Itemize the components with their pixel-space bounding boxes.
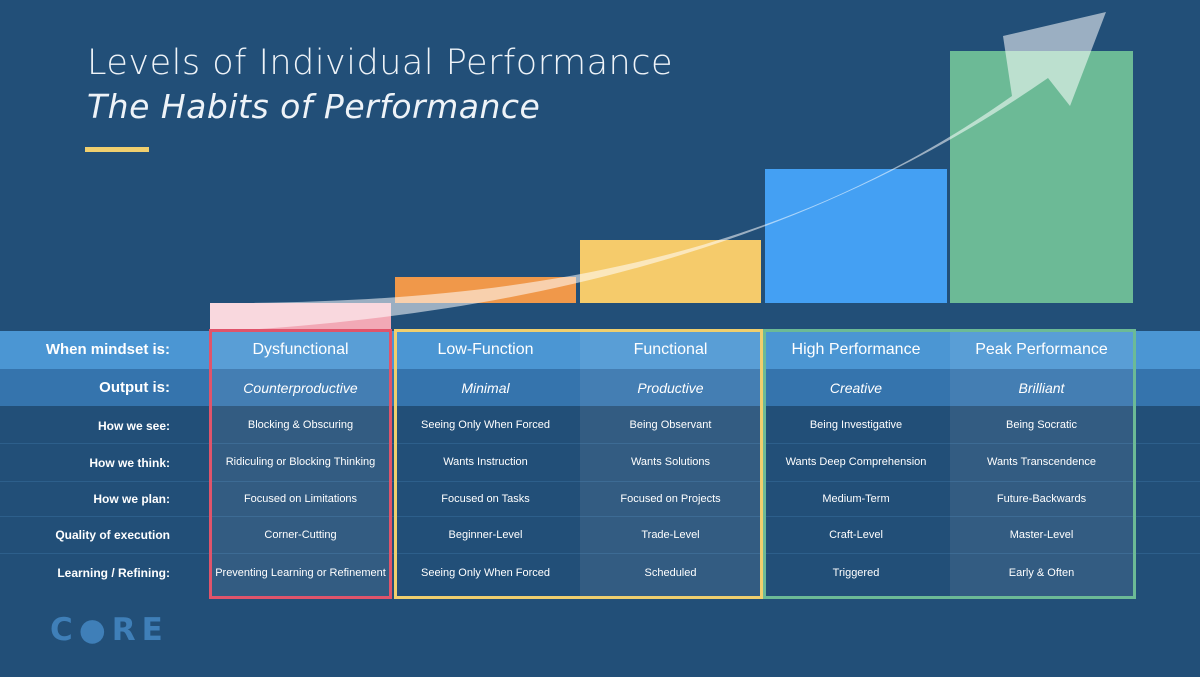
cell-quality: Master-Level bbox=[1009, 528, 1074, 541]
cell-see: Blocking & Obscuring bbox=[247, 418, 354, 431]
cell-output: Brilliant bbox=[1018, 379, 1065, 396]
cell-think: Wants Transcendence bbox=[986, 456, 1097, 468]
cell-learning: Triggered bbox=[832, 567, 880, 579]
bar-peak-performance bbox=[950, 51, 1133, 303]
cell-mindset: Dysfunctional bbox=[252, 341, 349, 358]
core-logo: C●RE bbox=[50, 612, 169, 648]
row-label-output: Output is: bbox=[99, 379, 170, 396]
high-performance-group-frame bbox=[763, 329, 1136, 599]
cell-mindset: High Performance bbox=[791, 341, 921, 358]
title-accent-line bbox=[85, 147, 149, 152]
cell-think: Wants Instruction bbox=[443, 456, 528, 468]
cell-learning: Scheduled bbox=[644, 567, 697, 579]
cell-learning: Seeing Only When Forced bbox=[420, 567, 550, 579]
cell-output: Creative bbox=[829, 379, 883, 396]
row-label-think: How we think: bbox=[89, 456, 170, 470]
page-title: Levels of Individual Performance bbox=[87, 43, 673, 83]
row-separator bbox=[0, 553, 1200, 554]
functional-group-frame bbox=[394, 329, 763, 599]
cell-think: Ridiculing or Blocking Thinking bbox=[225, 456, 376, 468]
row-separator bbox=[0, 516, 1200, 517]
output-row-band bbox=[0, 369, 1200, 406]
cell-mindset: Functional bbox=[633, 341, 708, 358]
bar-high-performance bbox=[765, 169, 947, 303]
cell-mindset: Low-Function bbox=[437, 341, 534, 358]
cell-plan: Medium-Term bbox=[822, 492, 890, 505]
row-label-quality: Quality of execution bbox=[55, 528, 170, 542]
mindset-row-band bbox=[0, 331, 1200, 369]
cell-plan: Focused on Limitations bbox=[243, 492, 358, 505]
row-label-learning: Learning / Refining: bbox=[57, 566, 170, 580]
row-label-plan: How we plan: bbox=[93, 492, 170, 506]
cell-quality: Craft-Level bbox=[829, 528, 883, 541]
cell-quality: Corner-Cutting bbox=[264, 528, 337, 541]
cell-output: Minimal bbox=[461, 379, 510, 396]
cell-output: Counterproductive bbox=[243, 379, 358, 396]
row-separator bbox=[0, 481, 1200, 482]
row-separator bbox=[0, 443, 1200, 444]
cell-see: Being Observant bbox=[629, 418, 712, 431]
column-shade bbox=[950, 331, 1133, 598]
cell-see: Being Socratic bbox=[1006, 418, 1077, 431]
row-label-mindset: When mindset is: bbox=[45, 341, 170, 358]
cell-output: Productive bbox=[637, 379, 704, 396]
cell-see: Seeing Only When Forced bbox=[420, 418, 550, 431]
row-label-see: How we see: bbox=[97, 419, 170, 433]
cell-think: Wants Deep Comprehension bbox=[785, 456, 927, 468]
page-subtitle: The Habits of Performance bbox=[87, 87, 541, 126]
cell-see: Being Investigative bbox=[809, 418, 903, 431]
column-shade bbox=[210, 331, 391, 598]
cell-plan: Focused on Tasks bbox=[441, 492, 530, 505]
cell-mindset: Peak Performance bbox=[975, 341, 1108, 358]
cell-plan: Focused on Projects bbox=[620, 492, 721, 505]
cell-quality: Beginner-Level bbox=[448, 528, 523, 541]
dysfunctional-group-frame bbox=[209, 329, 392, 599]
cell-plan: Future-Backwards bbox=[996, 492, 1087, 505]
cell-learning: Early & Often bbox=[1008, 567, 1075, 579]
cell-learning: Preventing Learning or Refinement bbox=[215, 567, 386, 579]
cell-think: Wants Solutions bbox=[630, 456, 711, 468]
body-rows-band bbox=[0, 406, 1200, 598]
cell-quality: Trade-Level bbox=[641, 528, 700, 541]
column-shade bbox=[580, 331, 761, 598]
